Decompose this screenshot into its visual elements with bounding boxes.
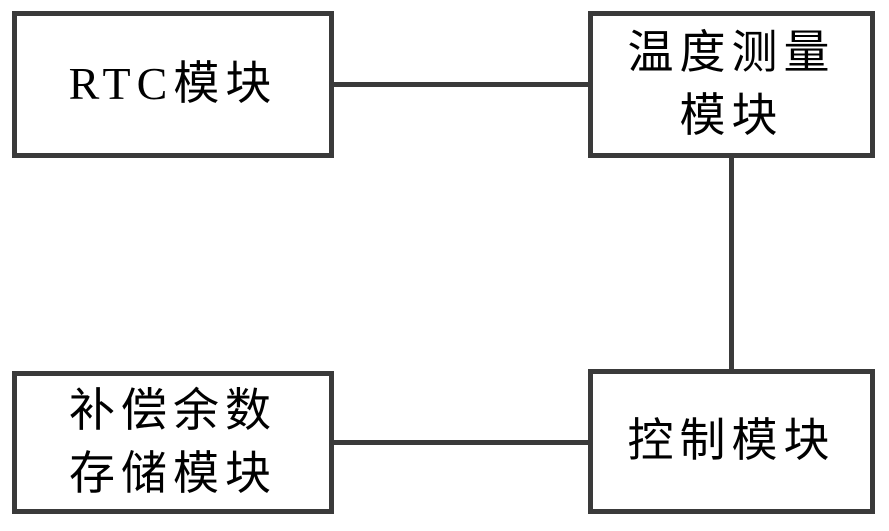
connector-rtc-to-temperature (334, 82, 588, 87)
connector-compensation-to-control (334, 440, 588, 445)
node-temperature-measurement-module-text-line1: 温度测量 (627, 27, 836, 79)
node-compensation-remainder-storage-module-text-line2: 存储模块 (69, 447, 277, 499)
node-compensation-remainder-storage-module-text-line1: 补偿余数 (69, 385, 277, 437)
node-rtc-module-label: RTC模块 (69, 53, 278, 115)
node-control-module-label: 控制模块 (628, 410, 836, 472)
node-control-module: 控制模块 (588, 369, 875, 514)
node-rtc-module-text: RTC模块 (68, 58, 278, 110)
node-temperature-measurement-module-label: 温度测量 模块 (628, 22, 836, 146)
node-temperature-measurement-module-text-line2: 模块 (679, 89, 784, 141)
connector-temperature-to-control (729, 158, 734, 369)
node-temperature-measurement-module: 温度测量 模块 (588, 11, 875, 158)
node-rtc-module: RTC模块 (12, 11, 334, 158)
node-compensation-remainder-storage-module-label: 补偿余数 存储模块 (69, 380, 277, 504)
node-control-module-text: 控制模块 (627, 415, 836, 467)
node-compensation-remainder-storage-module: 补偿余数 存储模块 (12, 371, 334, 514)
